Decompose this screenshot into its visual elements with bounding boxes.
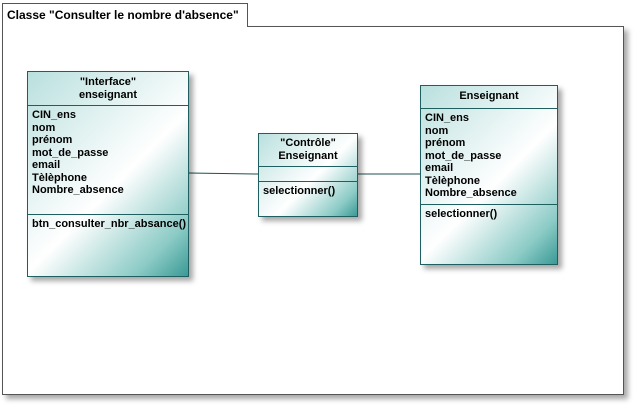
package-title-text: Classe "Consulter le nombre d'absence" (7, 8, 239, 22)
attribute: nom (32, 121, 56, 134)
attributes-section: CIN_ens nom prénom mot_de_passe email Tè… (421, 109, 557, 205)
attributes-section: CIN_ens nom prénom mot_de_passe email Tè… (28, 106, 188, 215)
operations-section: selectionner() (259, 182, 357, 201)
class-header: "Contrôle" Enseignant (259, 134, 357, 167)
attributes-section (259, 167, 357, 182)
class-name: enseignant (78, 89, 138, 101)
package-title: Classe "Consulter le nombre d'absence" (2, 3, 248, 27)
operation: btn_consulter_nbr_absance() (32, 218, 187, 230)
operation: selectionner() (425, 208, 498, 220)
class-stereotype: "Contrôle" (280, 137, 336, 149)
association-interface-controle (188, 172, 259, 175)
attribute: Nombre_absence (425, 187, 517, 199)
attribute: prénom (425, 137, 466, 149)
class-interface-enseignant[interactable]: "Interface" enseignant CIN_ens nom préno… (27, 71, 189, 277)
operations-section: btn_consulter_nbr_absance() (28, 215, 188, 234)
class-name: Enseignant (459, 90, 519, 102)
attribute: Tèlèphone (32, 171, 88, 184)
class-stereotype: "Interface" (79, 76, 137, 88)
attribute: email (425, 162, 454, 174)
attribute: nom (425, 124, 449, 137)
attribute: email (32, 159, 61, 171)
attribute: Nombre_absence (32, 184, 124, 196)
attribute: prénom (32, 134, 73, 146)
attribute: mot_de_passe (32, 146, 109, 159)
class-enseignant[interactable]: Enseignant CIN_ens nom prénom mot_de_pas… (420, 85, 558, 265)
class-header: "Interface" enseignant (28, 72, 188, 106)
attribute: mot_de_passe (425, 149, 502, 162)
operation: selectionner() (263, 185, 336, 197)
attribute: CIN_ens (425, 112, 470, 124)
class-header: Enseignant (421, 86, 557, 109)
operations-section: selectionner() (421, 205, 557, 224)
class-name: Enseignant (278, 150, 338, 162)
attribute: Tèlèphone (425, 174, 481, 187)
class-controle-enseignant[interactable]: "Contrôle" Enseignant selectionner() (258, 133, 358, 217)
attribute: CIN_ens (32, 109, 77, 121)
